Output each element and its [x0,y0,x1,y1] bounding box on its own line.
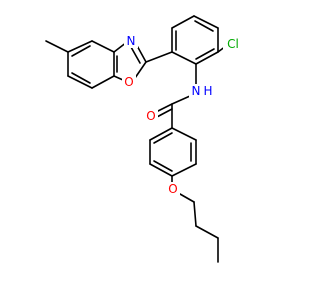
benzoyl-bond [149,127,173,141]
butyl-bond [193,201,197,227]
benzoyl-bond [171,163,197,177]
amide-n-label: N [192,84,201,98]
chlorophenyl-bond [171,51,197,65]
chlorophenyl-bond [171,15,195,29]
amide-h-label: H [203,84,212,98]
amide-nc-bond [171,95,191,105]
benzoyl-bond [171,127,197,141]
benzoyl-bond [153,132,173,144]
benzoxazole-o-label: O [124,75,133,89]
atom-labels: N O Cl N H O O [122,34,243,196]
oxazole-bond [134,61,147,79]
benzo-bond [67,40,93,53]
chloro-label: Cl [227,37,239,51]
benzo-bond [67,75,93,89]
oxazole-bond [130,46,141,64]
carbonyl-o-label: O [146,109,155,123]
benzo-bond [71,72,91,84]
benzo-bond [71,45,91,57]
benzo-bond [91,75,115,89]
chlorophenyl-bond [194,20,214,32]
oxazole-bond [113,75,124,81]
ether-bond [179,193,195,203]
chlorophenyl-bond [193,15,219,29]
benzoyl-bond [149,163,173,177]
chlorophenyl-bond [195,51,219,65]
benzoyl-bond [153,160,173,172]
bond-lines [45,15,227,263]
aryl-link-bond [145,51,173,63]
benzoxazole-n-label: N [127,34,136,48]
molecule-structure: N O Cl N H O O [45,15,243,263]
chlorophenyl-bond [195,48,215,60]
ether-o-label: O [168,182,177,196]
methyl-bond [45,40,69,53]
benzo-bond [91,40,115,53]
butyl-bond [195,225,219,239]
